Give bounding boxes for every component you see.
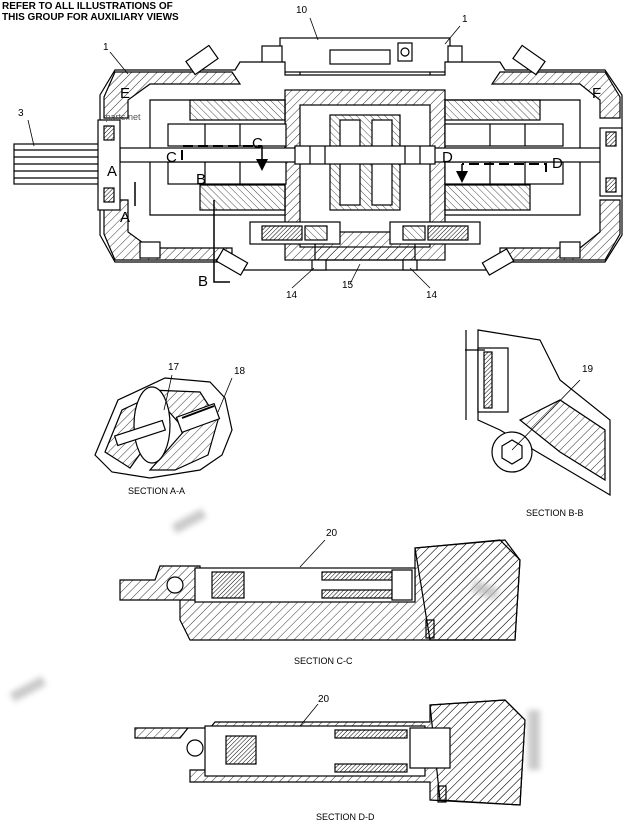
section-a-a-view — [94, 374, 233, 479]
label-F: F — [592, 85, 602, 102]
reference-note-line-1: REFER TO ALL ILLUSTRATIONS OF — [2, 1, 173, 12]
callout-1-left: 1 — [103, 42, 109, 53]
callout-20-d: 20 — [318, 694, 330, 705]
callout-14-right: 14 — [426, 290, 438, 301]
section-d-d-view — [134, 699, 526, 806]
callout-15: 15 — [342, 280, 354, 291]
callout-10: 10 — [296, 5, 308, 16]
callout-14-left: 14 — [286, 290, 298, 301]
callout-18: 18 — [234, 366, 246, 377]
section-c-c-title: SECTION C-C — [294, 656, 353, 666]
callout-17: 17 — [168, 362, 180, 373]
section-d-d-title: SECTION D-D — [316, 812, 375, 822]
callout-19: 19 — [582, 364, 594, 375]
label-D-left: D — [442, 149, 453, 166]
pump-assembly — [13, 37, 623, 283]
label-E: E — [120, 85, 131, 102]
label-C-right: C — [252, 135, 263, 152]
label-A-lower: A — [120, 209, 131, 226]
label-B-lower: B — [198, 273, 209, 290]
section-c-c-view — [119, 539, 521, 641]
callout-20-c: 20 — [326, 528, 338, 539]
label-D-right: D — [552, 155, 563, 172]
label-A-upper: A — [107, 163, 118, 180]
label-B-upper: B — [196, 171, 207, 188]
reference-note-line-2: THIS GROUP FOR AUXILIARY VIEWS — [2, 12, 179, 23]
section-a-a-title: SECTION A-A — [128, 486, 186, 496]
callout-3: 3 — [18, 108, 24, 119]
callout-1-top: 1 — [462, 14, 468, 25]
watermark-text: ...parts.net — [98, 112, 141, 122]
section-b-b-title: SECTION B-B — [526, 508, 584, 518]
section-b-b-view — [465, 329, 611, 497]
leader-lines — [27, 17, 461, 289]
redaction-mark-4 — [528, 710, 540, 770]
label-C-left: C — [166, 149, 177, 166]
